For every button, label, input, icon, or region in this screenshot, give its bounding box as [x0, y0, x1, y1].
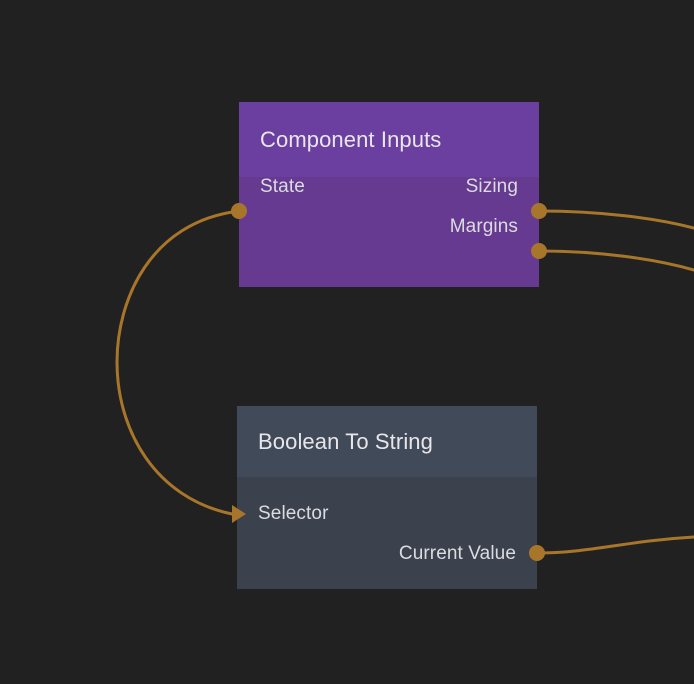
wire-current-value-out	[535, 535, 694, 555]
port-row-state[interactable]: State	[260, 176, 305, 198]
wire-sizing-out	[537, 209, 694, 230]
node-header[interactable]: Component Inputs	[239, 102, 539, 177]
node-component-inputs[interactable]: Component Inputs State Sizing Margins	[231, 102, 547, 287]
port-dot-margins-output[interactable]	[531, 243, 547, 259]
port-dot-state-input[interactable]	[231, 203, 247, 219]
port-label-state: State	[260, 176, 305, 197]
wire-margins-out	[537, 249, 694, 272]
port-label-sizing: Sizing	[465, 176, 518, 197]
port-row-selector[interactable]: Selector	[258, 503, 329, 525]
port-label-current-value: Current Value	[398, 543, 516, 564]
wire-state-to-selector	[115, 209, 241, 516]
node-boolean-to-string[interactable]: Boolean To String Selector Current Value	[232, 406, 545, 589]
port-label-selector: Selector	[258, 503, 329, 524]
port-dot-sizing-output[interactable]	[531, 203, 547, 219]
port-row-current-value[interactable]: Current Value	[399, 543, 516, 565]
port-row-margins[interactable]: Margins	[450, 216, 518, 238]
port-label-margins: Margins	[449, 216, 518, 237]
node-header[interactable]: Boolean To String	[237, 406, 537, 477]
node-body: Selector Current Value	[237, 477, 537, 589]
node-title: Component Inputs	[260, 126, 442, 152]
port-row-sizing[interactable]: Sizing	[466, 176, 518, 198]
port-dot-current-value-output[interactable]	[529, 545, 545, 561]
node-body: State Sizing Margins	[239, 176, 539, 287]
port-arrow-selector-input[interactable]	[232, 505, 246, 523]
node-title: Boolean To String	[258, 428, 433, 454]
